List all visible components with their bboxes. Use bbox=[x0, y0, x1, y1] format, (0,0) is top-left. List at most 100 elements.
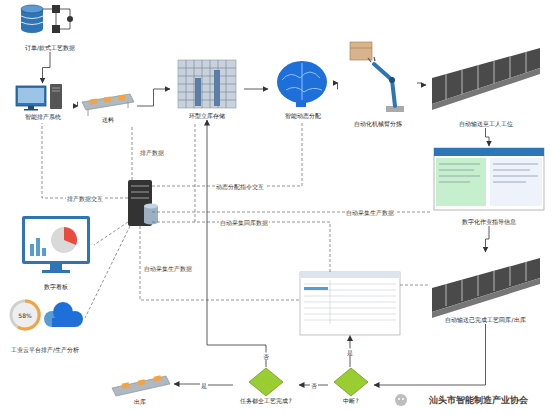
node-caption: 自动化机械臂分拣 bbox=[338, 120, 417, 127]
server-icon-part bbox=[144, 220, 158, 225]
software-window bbox=[300, 272, 400, 335]
robot-arm-icon-part bbox=[350, 42, 372, 60]
conveyor-icon-part bbox=[104, 96, 112, 102]
node-caption: 自动输送至工人工位 bbox=[426, 120, 545, 127]
server-icon-part bbox=[131, 186, 149, 198]
production-line-icon bbox=[432, 48, 540, 110]
brain-icon bbox=[277, 61, 327, 107]
dashboard-monitor-part bbox=[50, 264, 62, 270]
data-link-dashed-part bbox=[94, 222, 128, 245]
computer-icon-part bbox=[50, 84, 62, 109]
robot-arm-icon-part bbox=[368, 57, 375, 62]
line-label: 动态分配指令交互 bbox=[215, 183, 265, 190]
dashboard-monitor-part bbox=[25, 219, 87, 261]
diamond-shape bbox=[249, 368, 283, 396]
work-station-line: 自动输送至工人工位 bbox=[426, 42, 545, 128]
watermark: 汕头市智能制造产业协会 bbox=[428, 395, 529, 405]
node-caption: 智能动态分配 bbox=[268, 112, 337, 119]
data-link-dashed-part bbox=[140, 226, 300, 300]
warehouse-icon bbox=[178, 60, 236, 108]
database-icon-part bbox=[67, 16, 73, 22]
flow-arrow bbox=[244, 89, 268, 90]
work-instruction-screen-part bbox=[439, 164, 538, 182]
flow-arrow bbox=[77, 102, 78, 106]
yes-branch-line-part bbox=[347, 335, 353, 341]
return-line-icon-part bbox=[446, 262, 526, 306]
decision-diamond: 中断? bbox=[328, 367, 374, 405]
flow-arrow bbox=[486, 128, 490, 146]
computer-icon bbox=[16, 84, 62, 111]
data-link-dashed bbox=[42, 122, 430, 318]
data-link-dashed-part bbox=[42, 123, 128, 198]
node-caption: 数字看板 bbox=[16, 283, 96, 290]
outbound-conveyor: 出库 bbox=[106, 368, 174, 406]
computer-icon-part bbox=[16, 86, 46, 106]
data-link-dashed-part bbox=[152, 122, 302, 186]
node-caption: 订单/款式工艺数据 bbox=[13, 44, 87, 51]
yes-branch-line bbox=[347, 335, 353, 367]
database-icon-part bbox=[21, 5, 43, 13]
work-instruction-screen-part bbox=[434, 148, 544, 210]
data-link-dashed-part bbox=[400, 285, 428, 286]
edge-label: 否 bbox=[262, 353, 270, 360]
conveyor-icon-part bbox=[82, 94, 134, 110]
dashboard-monitor-part bbox=[22, 216, 90, 264]
cloud-platform: 工业云平台排产/生产分析 bbox=[5, 296, 85, 354]
line-label: 自动采集生产数据 bbox=[143, 265, 193, 272]
flow-arrow bbox=[417, 83, 426, 85]
decision-diamond bbox=[248, 367, 284, 397]
software-window-part bbox=[304, 287, 328, 290]
node-caption: 数字化作业指导信息 bbox=[428, 218, 550, 225]
outbound-conveyor bbox=[112, 375, 170, 396]
warehouse-icon-part bbox=[178, 60, 236, 108]
robot-arm-icon-part bbox=[350, 48, 372, 49]
flow-arrow bbox=[43, 52, 51, 83]
instruction-screen: 数字化作业指导信息 bbox=[428, 146, 550, 226]
server-icon bbox=[128, 180, 158, 226]
computer-icon-part bbox=[18, 88, 44, 103]
watermark-logo-part bbox=[398, 398, 400, 400]
database-icon-part bbox=[43, 9, 70, 29]
dispatch-brain: 智能动态分配 bbox=[268, 58, 337, 120]
scheduling-system: 智能排产系统 bbox=[8, 83, 77, 121]
dashboard-monitor-part bbox=[51, 227, 77, 253]
dashboard-monitor-part bbox=[36, 238, 40, 256]
database-icon-part bbox=[52, 25, 60, 33]
percent-value: 58% bbox=[17, 312, 32, 319]
watermark-logo-part bbox=[395, 394, 407, 406]
cloud-analysis-icon bbox=[11, 301, 83, 329]
robot-sorter: 自动化机械臂分拣 bbox=[338, 38, 417, 128]
storage-rack: 环型立库存储 bbox=[170, 58, 244, 120]
database-icon-part bbox=[21, 16, 43, 25]
flow-arrow bbox=[337, 83, 338, 89]
cloud-analysis-icon-part bbox=[18, 301, 39, 329]
watermark-logo bbox=[395, 394, 407, 406]
node-caption: 自动输送已完成工艺回库/出库 bbox=[426, 316, 545, 323]
work-instruction-screen-part bbox=[434, 148, 544, 156]
flow-arrow bbox=[207, 120, 266, 367]
line-label: 排产数据交互 bbox=[66, 195, 104, 202]
line-label: 排产数据 bbox=[139, 149, 165, 156]
return-line-icon bbox=[432, 258, 540, 318]
outbound-conveyor-part bbox=[112, 376, 170, 396]
flow-arrow bbox=[374, 324, 486, 385]
data-source: 订单/款式工艺数据 bbox=[13, 2, 87, 52]
dashboard-monitor-part bbox=[30, 244, 34, 256]
conveyor-icon bbox=[82, 94, 134, 116]
feeding-conveyor: 送料 bbox=[78, 88, 137, 124]
warehouse-icon-part bbox=[178, 60, 236, 108]
warehouse-icon-part bbox=[214, 70, 220, 106]
return-line-icon-part bbox=[432, 278, 540, 318]
brain-icon-part bbox=[296, 100, 306, 107]
production-line-icon-part bbox=[446, 52, 526, 100]
conveyor-icon-part bbox=[90, 98, 98, 104]
robot-arm-icon bbox=[350, 42, 404, 112]
software-window-part bbox=[300, 272, 400, 278]
computer-icon-part bbox=[28, 106, 34, 109]
conveyor-icon-part bbox=[118, 94, 126, 100]
line-label: 自动采集生产数据 bbox=[345, 209, 395, 216]
flow-arrow bbox=[486, 226, 490, 252]
